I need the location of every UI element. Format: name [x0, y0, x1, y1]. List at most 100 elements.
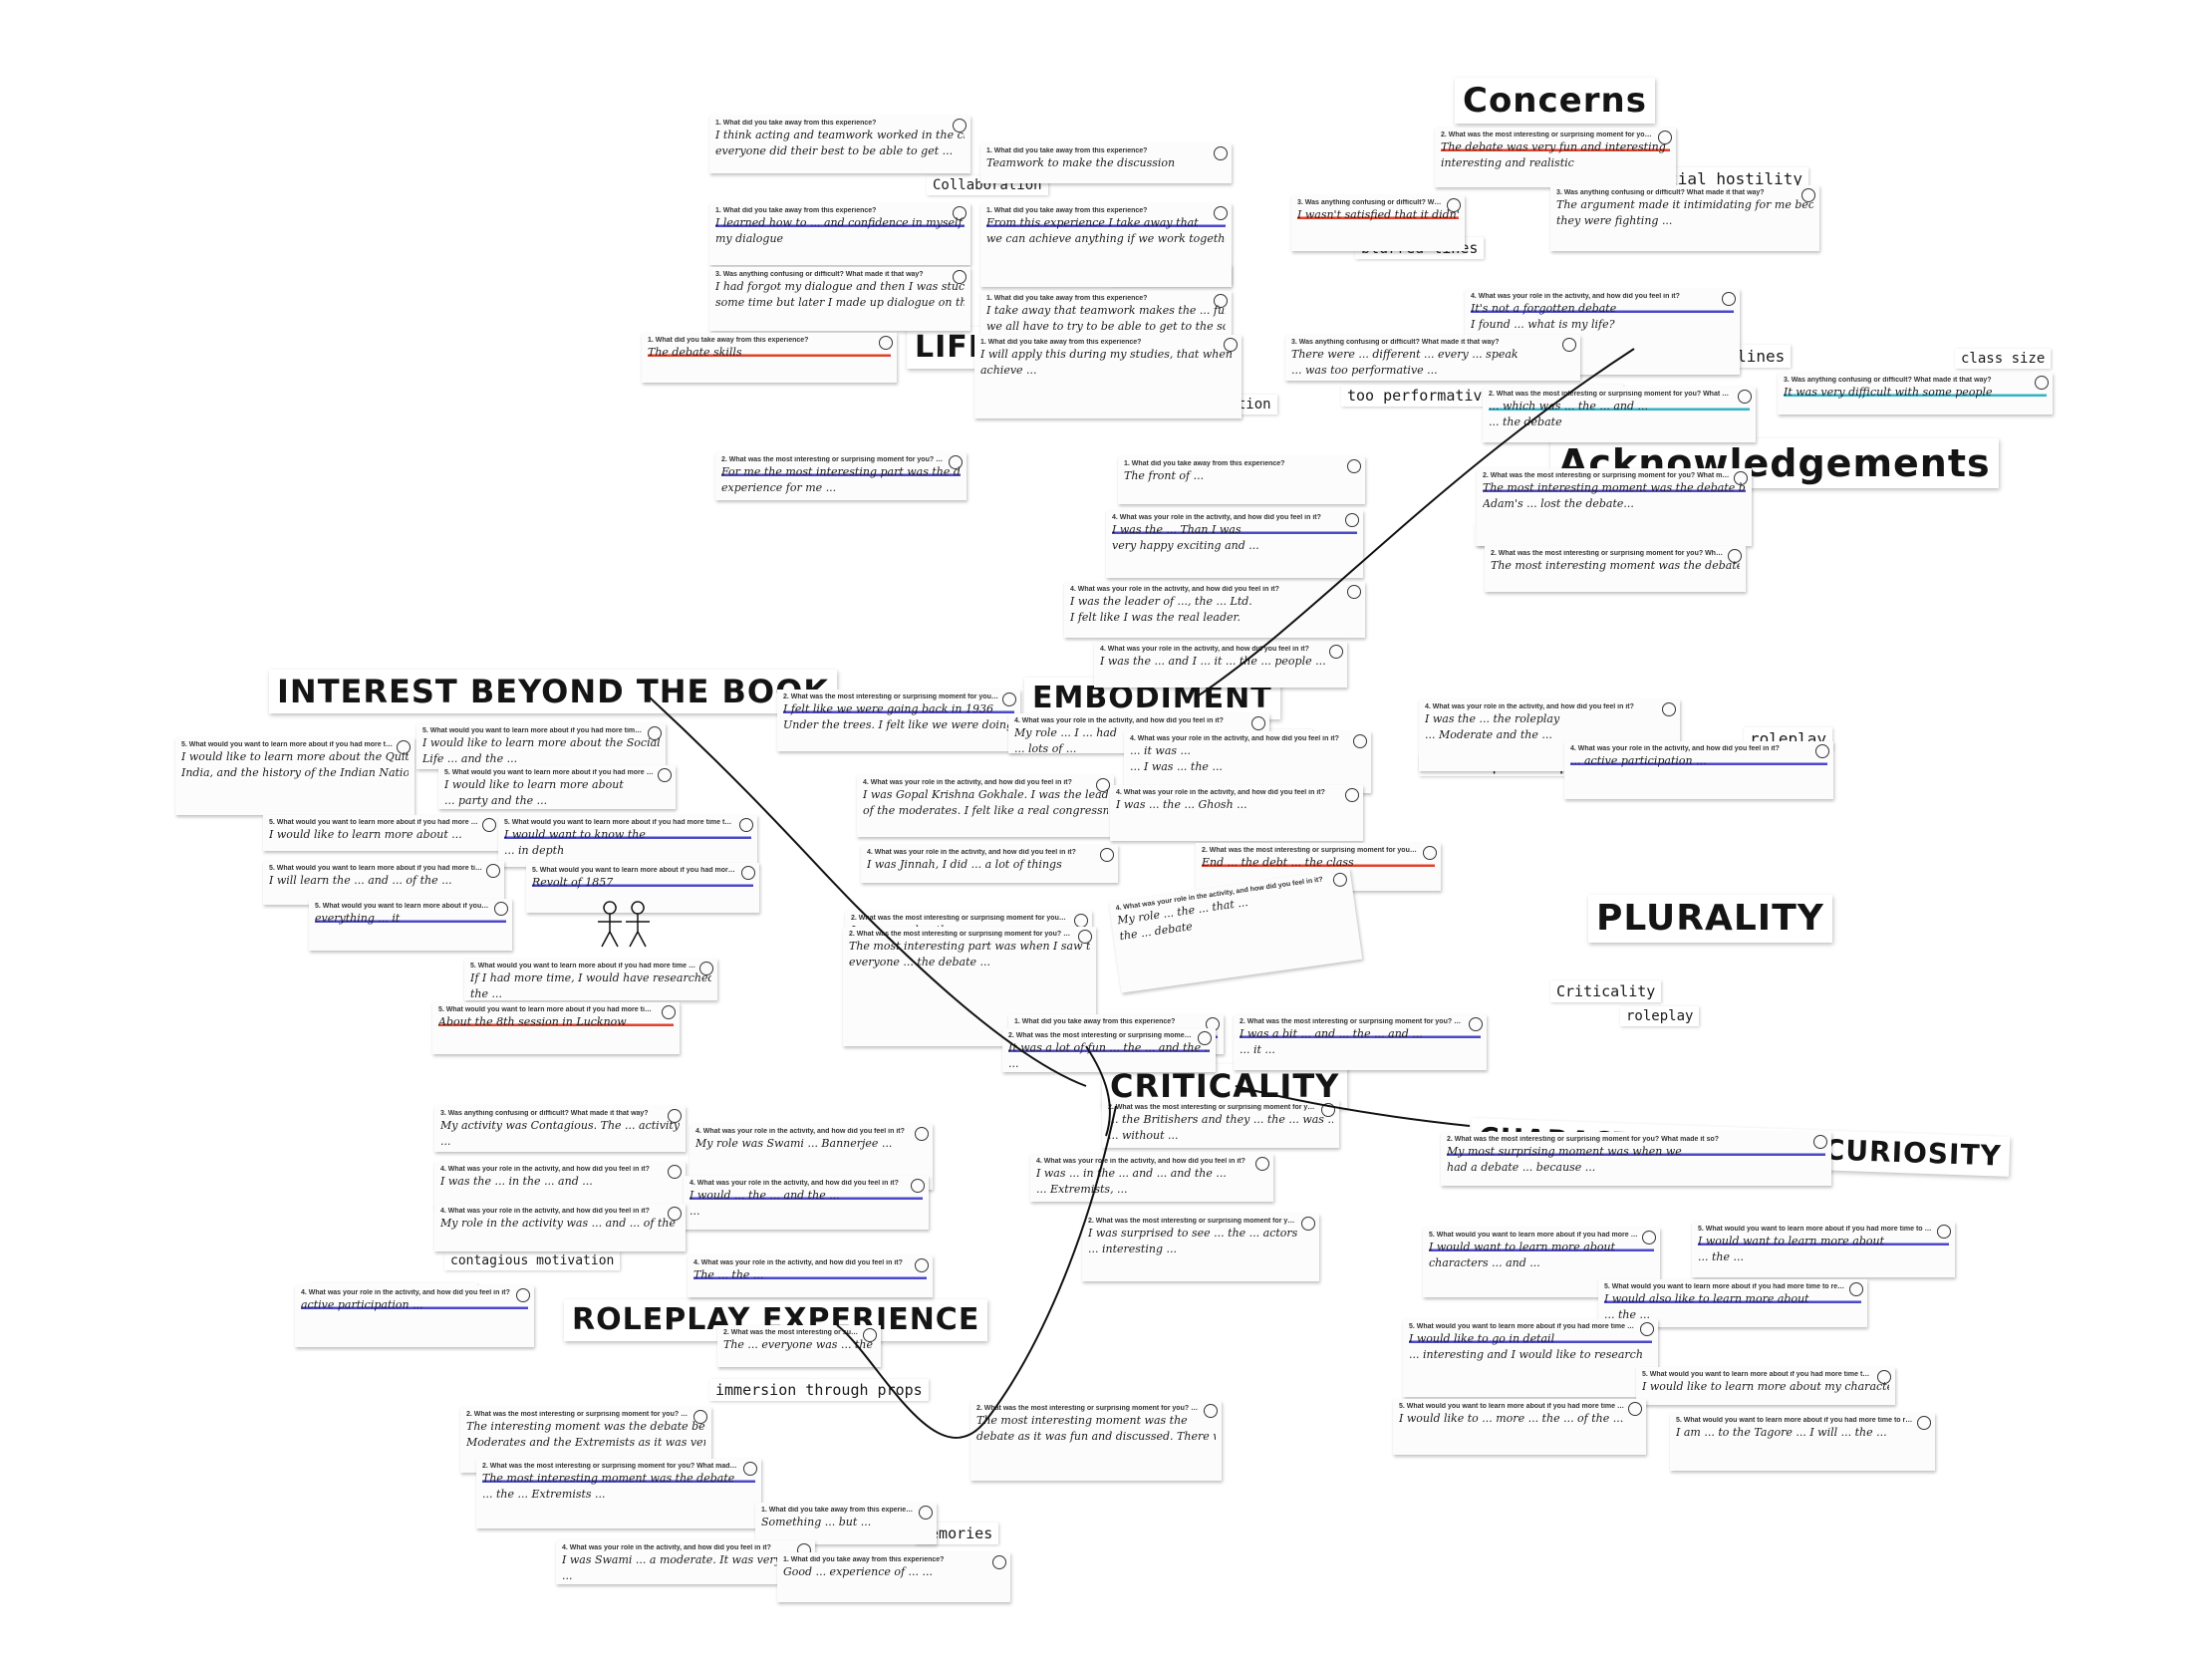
card-question: 2. What was the most interesting or surp… — [1491, 550, 1724, 557]
card-answer-line-2: debate as it was fun and discussed. Ther… — [976, 1429, 1216, 1443]
card-circle-mark-icon — [919, 1506, 933, 1520]
card-answer-line-1: The ... everyone was ... the ... — [723, 1338, 875, 1351]
card-question: 5. What would you want to learn more abo… — [1399, 1403, 1624, 1410]
card-question: 4. What was your role in the activity, a… — [1036, 1158, 1245, 1165]
card-question: 4. What was your role in the activity, a… — [867, 849, 1076, 856]
response-card: 3. Was anything confusing or difficult? … — [1285, 335, 1580, 381]
response-card: 1. What did you take away from this expe… — [777, 1552, 1010, 1602]
card-answer-line-1: I was the leader of ..., the ... Ltd. — [1070, 595, 1252, 608]
card-answer-line-1: I was the ... Than I was — [1112, 523, 1357, 537]
response-card: 2. What was the most interesting or surp… — [1082, 1214, 1319, 1281]
card-question: 2. What was the most interesting or surp… — [1108, 1104, 1317, 1111]
card-question: 5. What would you want to learn more abo… — [1604, 1283, 1845, 1290]
card-answer-line-2: ... was too performative ... — [1291, 363, 1438, 377]
card-answer-line-1: I felt like we were going back in 1936 — [783, 702, 1014, 716]
response-card: 4. What was your role in the activity, a… — [556, 1540, 815, 1584]
card-circle-mark-icon — [863, 1328, 877, 1342]
card-question: 5. What would you want to learn more abo… — [422, 727, 644, 734]
card-circle-mark-icon — [1100, 848, 1114, 862]
response-card: 1. What did you take away from this expe… — [980, 203, 1232, 287]
card-circle-mark-icon — [516, 1288, 530, 1302]
card-answer-line-1: I would like to learn more about the Soc… — [422, 736, 660, 749]
card-answer-line-1: Revolt of 1857 — [532, 876, 753, 890]
card-answer-line-1: There were ... different ... every ... s… — [1291, 348, 1519, 361]
card-answer-line-1: My role was Swami ... Bannerjee ... — [695, 1137, 893, 1150]
card-answer-line-1: I had forgot my dialogue and then I was … — [715, 280, 965, 293]
card-answer-line-1: I was the ... in the ... and ... — [440, 1175, 593, 1188]
response-card: 4. What was your role in the activity, a… — [434, 1162, 686, 1208]
card-circle-mark-icon — [397, 740, 411, 754]
response-card: 5. What would you want to learn more abo… — [263, 815, 500, 851]
card-answer-line-1: I was Swami ... a moderate. It was very … — [562, 1553, 809, 1566]
card-circle-mark-icon — [1801, 188, 1815, 202]
card-question: 1. What did you take away from this expe… — [648, 337, 809, 344]
response-card: 5. What would you want to learn more abo… — [438, 765, 676, 809]
card-answer-line-1: I was Gopal Krishna Gokhale. I was the l… — [863, 788, 1108, 801]
card-question: 3. Was anything confusing or difficult? … — [1556, 189, 1765, 196]
card-answer-line-1: The ... the ... — [693, 1268, 927, 1282]
response-card: 2. What was the most interesting or surp… — [1002, 1028, 1216, 1072]
response-card: 4. What was your role in the activity, a… — [1564, 741, 1833, 799]
response-card: 5. What would you want to learn more abo… — [416, 723, 666, 769]
card-circle-mark-icon — [1224, 338, 1238, 352]
card-question: 1. What did you take away from this expe… — [1014, 1018, 1176, 1025]
card-question: 5. What would you want to learn more abo… — [269, 865, 482, 872]
card-question: 1. What did you take away from this expe… — [715, 120, 877, 127]
card-answer-line-2: I found ... what is my life? — [1471, 317, 1615, 331]
card-answer-line-1: It's not a forgotten debate — [1471, 302, 1734, 316]
card-question: 1. What did you take away from this expe… — [986, 295, 1148, 302]
card-answer-line-1: My most surprising moment was when we — [1447, 1145, 1825, 1159]
response-card: 4. What was your role in the activity, a… — [1094, 642, 1347, 688]
card-answer-line-2: Life ... and the ... — [422, 751, 518, 765]
tag-contagious-motivation: contagious motivation — [444, 1251, 621, 1270]
card-circle-mark-icon — [953, 270, 967, 284]
card-question: 2. What was the most interesting or surp… — [1483, 472, 1730, 479]
card-answer-line-2: everyone did their best to be able to ge… — [715, 143, 954, 157]
card-answer-line-2: of the moderates. I felt like a real con… — [863, 803, 1108, 817]
card-answer-line-1: Teamwork to make the discussion — [986, 156, 1176, 169]
tag-immersion-through-props: immersion through props — [709, 1379, 929, 1401]
response-card: 4. What was your role in the activity, a… — [295, 1285, 534, 1347]
card-answer-line-1: For me the most interesting part was the… — [721, 465, 961, 479]
card-circle-mark-icon — [1917, 1416, 1931, 1430]
card-circle-mark-icon — [662, 1005, 676, 1019]
response-card: 4. What was your role in the activity, a… — [1106, 510, 1363, 578]
card-answer-line-2: the ... — [470, 986, 503, 1000]
card-question: 4. What was your role in the activity, a… — [1130, 735, 1339, 742]
card-answer-line-2: ... the debate — [1489, 415, 1562, 428]
response-card: 2. What was the most interesting or surp… — [717, 1325, 881, 1367]
card-question: 1. What did you take away from this expe… — [980, 339, 1142, 346]
card-circle-mark-icon — [1214, 294, 1228, 308]
card-answer-line-2: had a debate ... because ... — [1447, 1160, 1596, 1174]
response-card: 2. What was the most interesting or surp… — [476, 1459, 761, 1528]
response-card: 1. What did you take away from this expe… — [755, 1503, 937, 1544]
card-answer-line-1: I would like to learn more about — [444, 778, 624, 791]
card-answer-line-1: I would like to learn more about my char… — [1642, 1380, 1889, 1393]
response-card: 5. What would you want to learn more abo… — [1423, 1228, 1660, 1297]
card-circle-mark-icon — [1204, 1404, 1218, 1418]
card-answer-line-1: I was ... the ... Ghosh ... — [1116, 798, 1247, 811]
card-circle-mark-icon — [1734, 471, 1748, 485]
card-answer-line-1: My activity was Contagious. The ... acti… — [440, 1119, 680, 1132]
card-answer-line-1: I would also like to learn more about — [1604, 1292, 1861, 1306]
response-card: 5. What would you want to learn more abo… — [464, 959, 717, 1000]
card-answer-line-1: Good ... experience of ... ... — [783, 1565, 934, 1578]
card-question: 4. What was your role in the activity, a… — [1100, 646, 1309, 653]
card-question: 5. What would you want to learn more abo… — [470, 963, 695, 969]
response-card: 1. What did you take away from this expe… — [974, 335, 1242, 418]
card-answer-line-1: I was Jinnah, I did ... a lot of things — [867, 858, 1062, 871]
card-answer-line-1: The argument made it intimidating for me… — [1556, 198, 1813, 211]
card-answer-line-2: Under the trees. I felt like we were doi… — [783, 717, 1014, 731]
card-question: 1. What did you take away from this expe… — [783, 1556, 945, 1563]
card-question: 3. Was anything confusing or difficult? … — [1297, 199, 1443, 206]
card-question: 5. What would you want to learn more abo… — [1429, 1232, 1638, 1239]
response-card: 2. What was the most interesting or surp… — [715, 452, 967, 500]
response-card: 5. What would you want to learn more abo… — [1403, 1319, 1658, 1397]
card-question: 2. What was the most interesting or surp… — [1088, 1218, 1297, 1225]
card-circle-mark-icon — [1329, 645, 1343, 659]
response-card: 5. What would you want to learn more abo… — [1692, 1222, 1955, 1277]
card-circle-mark-icon — [1658, 131, 1672, 144]
card-circle-mark-icon — [1728, 549, 1742, 563]
response-card: 5. What would you want to learn more abo… — [263, 861, 504, 905]
heading-concerns: Concerns — [1455, 78, 1655, 124]
